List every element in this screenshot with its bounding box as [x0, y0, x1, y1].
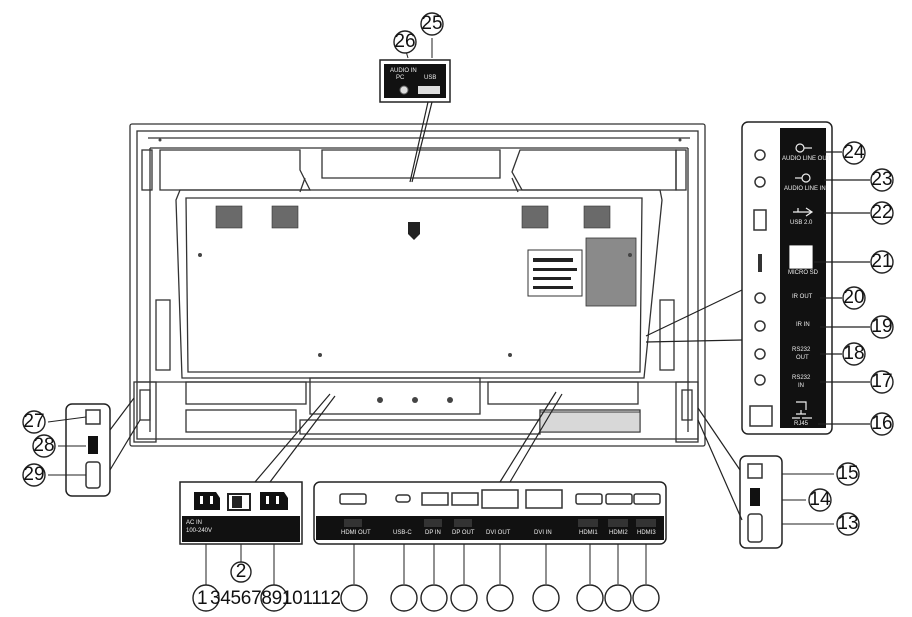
callout-17: 17	[871, 371, 893, 392]
callout-13: 13	[837, 513, 859, 534]
label-power-1: AC IN	[186, 520, 203, 526]
label-io-hdmi1: HDMI1	[579, 530, 598, 536]
bottom-io-inset	[313, 391, 667, 584]
left-side-inset	[22, 397, 141, 497]
callout-run-1: 1	[197, 588, 208, 609]
label-io-dvi-out: DVI OUT	[486, 530, 511, 536]
callout-27: 27	[23, 411, 45, 432]
label-rs232-in-1: RS232	[792, 375, 811, 381]
label-rs232-out-2: OUT	[796, 355, 809, 361]
label-audio-line-in: AUDIO LINE IN	[784, 186, 826, 192]
callout-20: 20	[843, 287, 865, 308]
top-inset-panel	[379, 12, 451, 183]
monitor-rear-outline	[129, 123, 706, 447]
right-port-panel	[645, 121, 894, 436]
label-io-hdmi3: HDMI3	[637, 530, 656, 536]
right-side-inset	[697, 407, 860, 549]
product-label-sticker	[527, 237, 637, 307]
label-io-hdmi-out: HDMI OUT	[341, 530, 371, 536]
callout-18: 18	[843, 343, 865, 364]
label-top-usb: USB	[424, 75, 437, 81]
label-power-2: 100-240V	[186, 528, 213, 534]
callout-23: 23	[871, 169, 893, 190]
callout-15: 15	[837, 463, 859, 484]
label-rs232-in-2: IN	[798, 383, 804, 389]
callout-21: 21	[871, 251, 893, 272]
label-io-dp-in: DP IN	[425, 530, 441, 536]
callout-19: 19	[871, 316, 893, 337]
callout-25: 25	[421, 13, 443, 34]
label-micro-sd: MICRO SD	[788, 270, 818, 276]
label-usb: USB 2.0	[790, 220, 813, 226]
label-ir-out: IR OUT	[792, 294, 813, 300]
brand-logo	[408, 222, 420, 240]
callout-29: 29	[23, 464, 45, 485]
label-lan: RJ45	[794, 421, 809, 427]
callout-26: 26	[394, 31, 416, 52]
label-io-dvi-in: DVI IN	[534, 530, 552, 536]
label-ir-in: IR IN	[796, 322, 810, 328]
label-top-audio-2: PC	[396, 75, 405, 81]
callout-24: 24	[843, 142, 865, 163]
callout-14: 14	[809, 489, 831, 510]
callout-16: 16	[871, 413, 893, 434]
label-audio-line-out: AUDIO LINE OUT	[782, 156, 831, 162]
label-top-audio-1: AUDIO IN	[390, 68, 417, 74]
callout-28: 28	[33, 435, 55, 456]
label-io-hdmi2: HDMI2	[609, 530, 628, 536]
callout-run-3-12: 3456789101112	[210, 588, 341, 609]
label-rs232-out-1: RS232	[792, 347, 811, 353]
callout-22: 22	[871, 202, 893, 223]
bottom-callout-circles	[192, 584, 660, 612]
label-io-usb: USB-C	[393, 530, 412, 536]
label-io-dp-out: DP OUT	[452, 530, 475, 536]
io-bracket	[539, 411, 641, 433]
callout-2: 2	[235, 561, 247, 582]
screw-holes	[158, 138, 682, 403]
vesa-mount-pads	[215, 205, 611, 229]
power-inset	[179, 393, 336, 590]
